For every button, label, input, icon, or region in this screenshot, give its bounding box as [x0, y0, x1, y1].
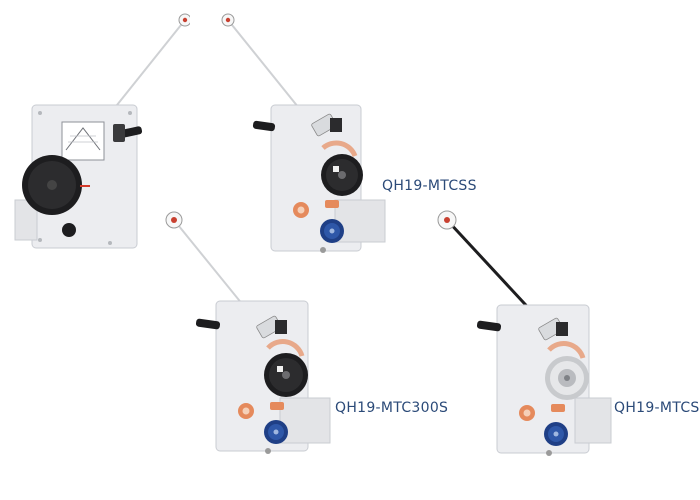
- tension-wheel: [545, 356, 589, 400]
- pulley-roller-icon: [437, 210, 457, 230]
- spring-arc: [266, 339, 305, 357]
- model-label-mtcs: QH19-MTCS: [614, 400, 700, 416]
- tensioner-mtcss-illustration: [221, 13, 386, 253]
- connector-plug-icon: [264, 420, 288, 444]
- tension-wheel: [321, 154, 363, 196]
- tension-wheel: [264, 353, 308, 397]
- model-label-mtcss: QH19-MTCSS: [382, 178, 477, 194]
- pulley-roller-icon: [221, 13, 235, 27]
- tensioner-dial-model: [10, 10, 190, 255]
- tensioner-mtcs-illustration: [437, 210, 612, 456]
- mount-bracket: [334, 199, 386, 243]
- mount-bracket: [574, 397, 612, 444]
- dial-window: [61, 121, 105, 161]
- lever-handle-icon: [113, 124, 143, 142]
- tensioner-mtc300s: [160, 208, 340, 458]
- model-label-mtc300s: QH19-MTC300S: [335, 400, 449, 416]
- tensioner-mtcs: [435, 208, 615, 458]
- tensioner-dial-illustration: [14, 13, 190, 249]
- tension-knob: [22, 155, 90, 215]
- pulley-roller-icon: [178, 13, 190, 27]
- connector-plug-icon: [544, 422, 568, 446]
- mount-bracket: [14, 199, 38, 241]
- spring-arc: [547, 341, 586, 359]
- connector-plug-icon: [320, 219, 344, 243]
- lever-handle-icon: [476, 320, 502, 332]
- guide-arm: [104, 19, 186, 121]
- tensioner-mtcss: [215, 10, 395, 255]
- spring-arc: [321, 140, 358, 158]
- small-knob: [62, 223, 76, 237]
- tensioner-mtc300s-illustration: [165, 211, 331, 454]
- lever-handle-icon: [252, 120, 276, 132]
- mount-bracket: [279, 397, 331, 444]
- lever-handle-icon: [195, 318, 221, 330]
- pulley-roller-icon: [165, 211, 183, 229]
